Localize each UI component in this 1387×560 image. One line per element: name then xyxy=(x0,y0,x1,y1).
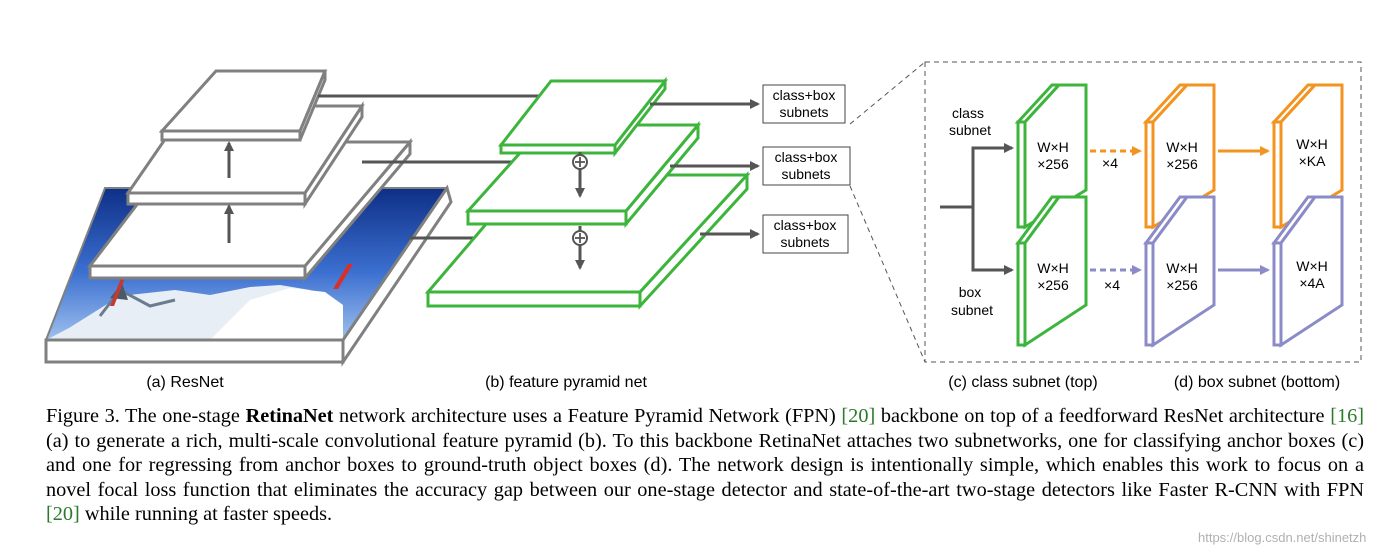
model-name: RetinaNet xyxy=(245,405,334,427)
svg-text:W×H: W×H xyxy=(1166,260,1198,276)
svg-text:subnets: subnets xyxy=(779,104,828,120)
svg-text:×256: ×256 xyxy=(1166,156,1198,172)
svg-text:W×H: W×H xyxy=(1037,260,1069,276)
box-subnet-label: box xyxy=(959,284,982,300)
sum-node-icon xyxy=(572,154,588,170)
svg-text:class+box: class+box xyxy=(773,87,836,103)
repeat-x4-label: ×4 xyxy=(1102,155,1118,171)
svg-text:W×H: W×H xyxy=(1296,136,1328,152)
watermark: https://blog.csdn.net/shinetzh xyxy=(1198,530,1367,545)
subnet-box-bottom: class+box subnets xyxy=(762,214,849,254)
svg-text:×KA: ×KA xyxy=(1299,153,1327,169)
fpn-level-p5 xyxy=(497,76,669,158)
svg-text:subnets: subnets xyxy=(781,166,830,182)
zoom-guide-bottom xyxy=(849,185,926,363)
svg-text:×256: ×256 xyxy=(1166,277,1198,293)
svg-text:×256: ×256 xyxy=(1037,156,1069,172)
svg-text:W×H: W×H xyxy=(1296,258,1328,274)
subnet-box-middle: class+box subnets xyxy=(762,146,851,186)
class-output: W×H ×KA xyxy=(1270,83,1344,230)
zoom-guide-top xyxy=(849,61,926,125)
svg-text:W×H: W×H xyxy=(1037,139,1069,155)
panel-label-b: (b) feature pyramid net xyxy=(485,374,647,391)
subnet-box-top: class+box subnets xyxy=(762,84,846,124)
svg-text:subnet: subnet xyxy=(949,122,991,138)
figure-caption: Figure 3. The one-stage RetinaNet networ… xyxy=(46,405,1364,526)
svg-text:class+box: class+box xyxy=(775,149,838,165)
svg-text:W×H: W×H xyxy=(1166,139,1198,155)
subnet-detail-frame xyxy=(924,61,1362,363)
class-subnet-label: class xyxy=(952,105,984,121)
svg-text:subnet: subnet xyxy=(951,302,993,318)
box-output: W×H ×4A xyxy=(1271,195,1344,348)
repeat-x4-label: ×4 xyxy=(1104,277,1120,293)
resnet-layer-c5 xyxy=(158,69,328,142)
box-input-feature: W×H ×256 xyxy=(1015,195,1088,348)
fpn-to-subnet-arrows xyxy=(650,99,760,239)
sum-node-icon xyxy=(572,230,588,246)
citation-link[interactable]: [20] xyxy=(841,405,876,427)
svg-text:×4A: ×4A xyxy=(1299,275,1325,291)
panel-label-a: (a) ResNet xyxy=(146,374,224,391)
panel-label-c: (c) class subnet (top) xyxy=(948,374,1097,391)
citation-link[interactable]: [20] xyxy=(46,503,80,526)
citation-link[interactable]: [16] xyxy=(1330,405,1364,427)
resnet-panel xyxy=(44,69,453,367)
svg-text:class+box: class+box xyxy=(774,217,837,233)
panel-label-d: (d) box subnet (bottom) xyxy=(1174,374,1340,391)
fpn-panel xyxy=(424,76,751,310)
retinanet-architecture-diagram: class+box subnets class+box subnets clas… xyxy=(44,61,1362,391)
class-input-feature: W×H ×256 xyxy=(1014,83,1088,230)
subnet-detail: class subnet box subnet W×H ×256 W×H ×25… xyxy=(940,83,1344,348)
box-conv-feature: W×H ×256 xyxy=(1143,195,1216,348)
class-conv-feature: W×H ×256 xyxy=(1142,83,1216,230)
svg-text:×256: ×256 xyxy=(1037,277,1069,293)
svg-text:subnets: subnets xyxy=(780,234,829,250)
